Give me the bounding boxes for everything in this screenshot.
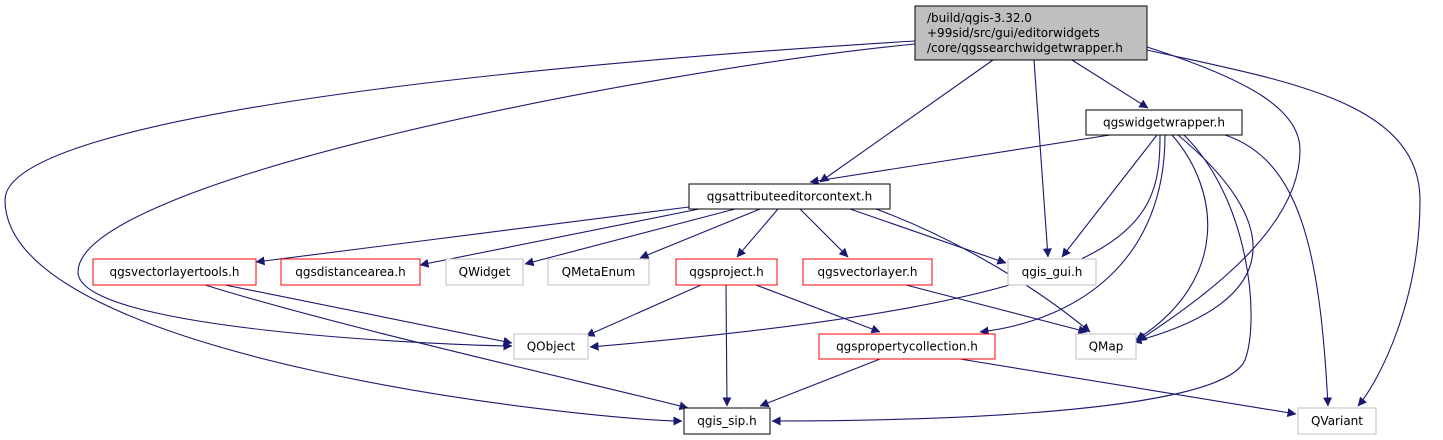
node-qgspropertycollection[interactable]: qgspropertycollection.h <box>818 333 996 360</box>
node-label: QMap <box>1089 340 1124 354</box>
node-box <box>280 258 421 286</box>
node-label: qgsattributeeditorcontext.h <box>707 190 873 204</box>
node-label: qgis_gui.h <box>1022 265 1083 279</box>
edge-qgswidgetwrapper-to-QMap <box>1132 134 1254 345</box>
node-label: qgis_sip.h <box>697 414 756 428</box>
edge-qgsattributeeditorcontext-to-QMap <box>875 208 1091 333</box>
node-qgsvectorlayer[interactable]: qgsvectorlayer.h <box>802 258 933 286</box>
edge-root-to-qgswidgetwrapper <box>1071 59 1149 109</box>
node-qgsvectorlayertools[interactable]: qgsvectorlayertools.h <box>92 258 257 286</box>
node-box <box>1075 333 1137 360</box>
node-label: QObject <box>527 340 576 354</box>
edge-qgswidgetwrapper-to-qgis_gui <box>1061 134 1158 258</box>
node-QVariant[interactable]: QVariant <box>1297 407 1377 435</box>
node-box <box>1007 258 1097 286</box>
node-QWidget[interactable]: QWidget <box>445 258 524 286</box>
edge-qgsattributeeditorcontext-to-qgsproject <box>736 208 779 258</box>
node-qgswidgetwrapper[interactable]: qgswidgetwrapper.h <box>1085 109 1243 136</box>
edge-qgsvectorlayer-to-QMap <box>905 284 1088 335</box>
edges-layer <box>4 40 1421 426</box>
edge-qgsproject-to-qgspropertycollection <box>755 284 881 334</box>
node-label: qgsvectorlayertools.h <box>109 265 239 279</box>
node-qgis_sip[interactable]: qgis_sip.h <box>683 407 771 435</box>
node-label: QMetaEnum <box>562 265 636 279</box>
node-box <box>1085 109 1243 136</box>
node-box <box>92 258 257 286</box>
node-qgsproject[interactable]: qgsproject.h <box>675 258 778 286</box>
edge-qgsattributeeditorcontext-to-QMetaEnum <box>639 208 761 259</box>
edge-qgsattributeeditorcontext-to-qgsvectorlayertools <box>255 206 690 266</box>
node-label: qgspropertycollection.h <box>836 340 978 354</box>
node-box <box>547 258 650 286</box>
edge-qgswidgetwrapper-to-qgspropertycollection <box>979 134 1166 336</box>
edge-qgswidgetwrapper-to-qgsattributeeditorcontext <box>809 134 1111 186</box>
edge-root-to-QMap <box>1137 46 1301 342</box>
node-box <box>445 258 524 286</box>
edge-qgswidgetwrapper-to-QVariant <box>1224 134 1333 407</box>
edge-root-to-QObject <box>77 43 916 351</box>
node-label: /build/qgis-3.32.0 <box>927 11 1032 25</box>
node-box <box>1297 407 1377 435</box>
edge-root-to-qgis_gui <box>1033 59 1052 258</box>
node-box <box>675 258 778 286</box>
node-qgis_gui[interactable]: qgis_gui.h <box>1007 258 1097 286</box>
node-qgsattributeeditorcontext[interactable]: qgsattributeeditorcontext.h <box>688 183 891 210</box>
edge-qgsattributeeditorcontext-to-qgis_gui <box>849 208 1007 265</box>
edge-qgspropertycollection-to-QVariant <box>959 358 1297 418</box>
edge-qgspropertycollection-to-qgis_sip <box>759 358 881 408</box>
nodes-layer: /build/qgis-3.32.0+99sid/src/gui/editorw… <box>92 5 1377 435</box>
node-box <box>818 333 996 360</box>
node-label: QVariant <box>1311 414 1363 428</box>
node-qgsdistancearea[interactable]: qgsdistancearea.h <box>280 258 421 286</box>
edge-root-to-qgsattributeeditorcontext <box>819 59 994 183</box>
node-QMetaEnum[interactable]: QMetaEnum <box>547 258 650 286</box>
node-label: /core/qgssearchwidgetwrapper.h <box>927 41 1123 55</box>
edge-qgsproject-to-qgis_sip <box>722 284 732 407</box>
node-box <box>802 258 933 286</box>
edge-qgsattributeeditorcontext-to-qgsvectorlayer <box>799 208 849 258</box>
node-box <box>683 407 771 435</box>
node-box <box>914 5 1148 61</box>
node-label: +99sid/src/gui/editorwidgets <box>927 26 1100 40</box>
edge-qgsattributeeditorcontext-to-qgsdistancearea <box>419 208 700 268</box>
edge-qgswidgetwrapper-to-QMap <box>1135 134 1209 341</box>
node-label: qgsdistancearea.h <box>295 265 406 279</box>
edge-root-to-QVariant <box>1146 49 1421 407</box>
node-box <box>513 333 589 360</box>
node-label: qgswidgetwrapper.h <box>1103 116 1225 130</box>
edge-qgsattributeeditorcontext-to-QWidget <box>524 208 736 267</box>
node-label: QWidget <box>459 265 511 279</box>
edge-root-to-qgis_sip <box>4 40 916 426</box>
edge-qgsproject-to-QObject <box>585 284 702 337</box>
node-QMap[interactable]: QMap <box>1075 333 1137 360</box>
node-root[interactable]: /build/qgis-3.32.0+99sid/src/gui/editorw… <box>914 5 1148 61</box>
edge-qgsvectorlayertools-to-QObject <box>224 284 513 346</box>
node-QObject[interactable]: QObject <box>513 333 589 360</box>
node-label: qgsvectorlayer.h <box>818 265 918 279</box>
node-label: qgsproject.h <box>689 265 764 279</box>
node-box <box>688 183 891 210</box>
edge-qgswidgetwrapper-to-qgis_sip <box>771 134 1252 426</box>
edge-qgsvectorlayertools-to-qgis_sip <box>204 284 689 411</box>
